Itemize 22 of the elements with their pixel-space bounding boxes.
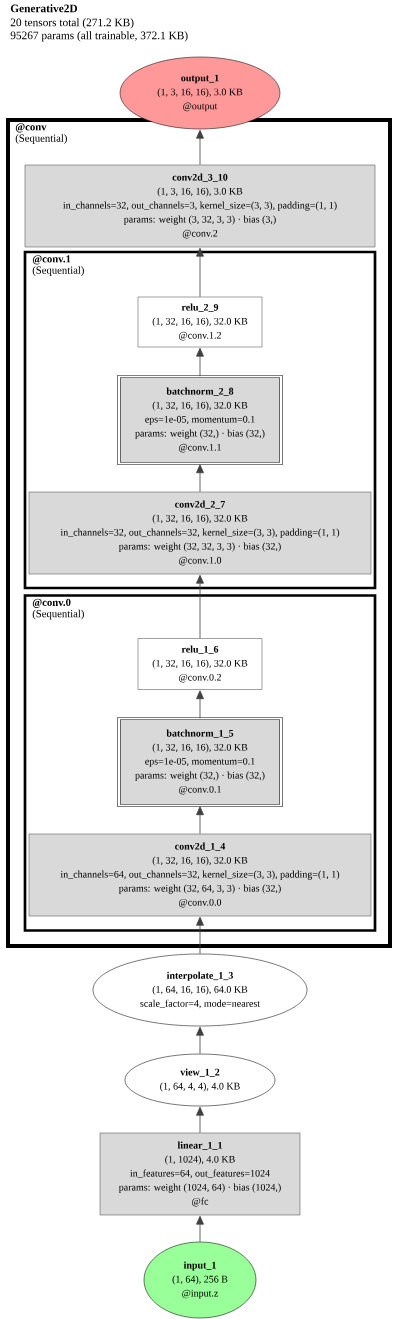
layer-box: conv2d_1_4 (1, 32, 16, 16), 32.0 KB in_channels=64, out_channels=32, kernel_size=(3, 3), padding=(1, 1) params: weight (32, 64, 3, 3) · bias (32,) @conv.0.0 [28,833,372,917]
arrow [196,347,204,377]
layer-box: linear_1_1 (1, 1024), 4.0 KB in_features=64, out_features=1024 params: weight (1024, 64) · bias (1024,) @fc [99,1132,301,1216]
arrow [196,464,204,493]
arrow [196,1215,204,1243]
layer-box: relu_2_9 (1, 32, 16, 16), 32.0 KB @conv.1.2 [137,296,263,348]
layer-box: relu_1_6 (1, 32, 16, 16), 32.0 KB @conv.0.2 [137,638,263,690]
title: Generative2D [10,4,78,13]
arrow [196,1106,204,1134]
layer-box: conv2d_2_7 (1, 32, 16, 16), 32.0 KB in_channels=32, out_channels=32, kernel_size=(3, 3), padding=(1, 1) params: weight (32, 32, 3, 3) · bias (32,) @conv.1.0 [28,491,372,575]
arrow [196,574,204,639]
layer-box: batchnorm_1_5 (1, 32, 16, 16), 32.0 KB eps=1e-05, momentum=0.1 params: weight (32,) · bias (32,) @conv.0.1 [117,716,283,808]
arrow [196,1026,204,1055]
layer-box: batchnorm_2_8 (1, 32, 16, 16), 32.0 KB eps=1e-05, momentum=0.1 params: weight (32,) · bias (32,) @conv.1.1 [117,374,283,466]
summary-text: 20 tensors total (271.2 KB) [10,18,134,29]
arrow [196,806,204,835]
arrow [196,916,204,955]
arrow [196,247,204,298]
layer-box: conv2d_3_10 (1, 3, 16, 16), 3.0 KB in_channels=32, out_channels=3, kernel_size=(3, 3), padding=(1, 1) params: weight (3, 32, 3, 3) · bias (3,) @conv.2 [24,164,376,248]
arrow [196,129,204,166]
summary-text: 95267 params (all trainable, 372.1 KB) [10,31,188,42]
arrow [196,690,204,719]
